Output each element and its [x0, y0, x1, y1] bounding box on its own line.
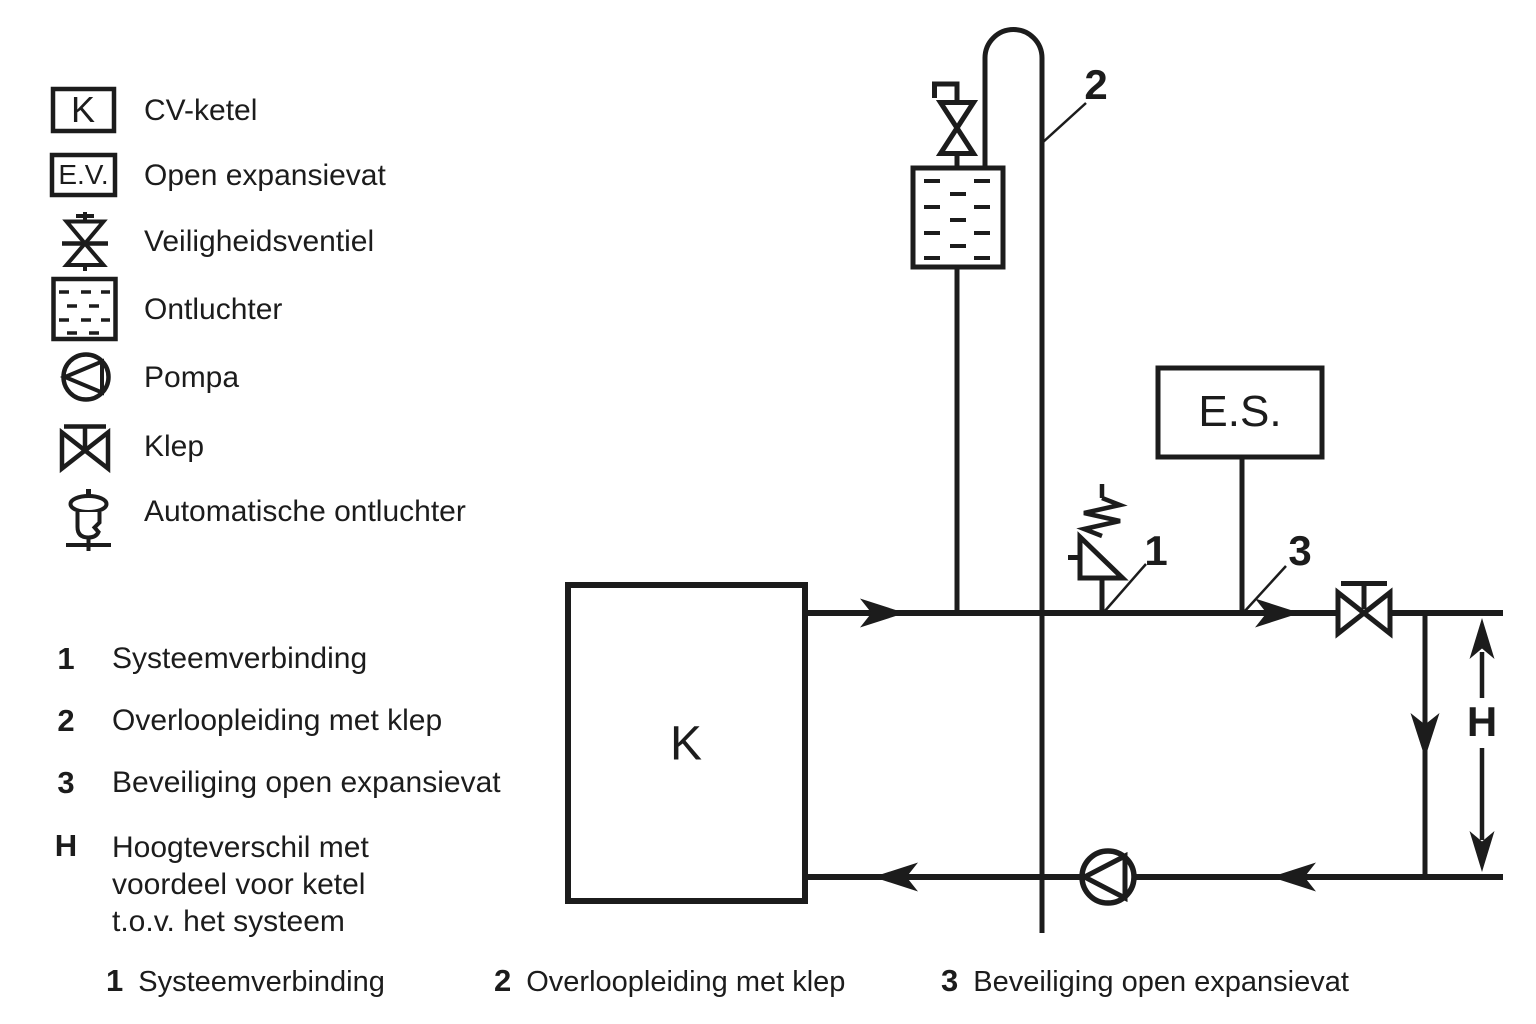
legend-label-automatische-ontluchter: Automatische ontluchter: [144, 495, 466, 528]
boiler-box: [565, 582, 808, 904]
caption-key-2: 2: [494, 963, 512, 998]
callout-2: 2: [1084, 61, 1108, 108]
number-legend-key-2: 2: [57, 703, 75, 738]
legend-label-klep: Klep: [144, 430, 205, 463]
number-legend-label-3: Beveiliging open expansievat: [112, 766, 501, 799]
callout-3: 3: [1288, 527, 1312, 574]
expansion-vessel: [910, 165, 1006, 270]
legend-valve-icon: [59, 424, 111, 474]
caption-label-1: Systeemverbinding: [138, 966, 385, 998]
safety-valve: [1068, 484, 1129, 613]
number-legend-key-3: 3: [57, 765, 75, 800]
height-label: H: [1466, 698, 1498, 745]
callout-leaders: [1041, 102, 1287, 613]
number-legend-label-2: Overloopleiding met klep: [112, 704, 443, 737]
caption-label-2: Overloopleiding met klep: [526, 966, 846, 998]
caption-item-2: 2 Overloopleiding met klep: [494, 963, 845, 999]
es-label: E.S.: [1198, 387, 1282, 436]
legend-label-veiligheidsventiel: Veiligheidsventiel: [144, 225, 375, 258]
number-legend-key-h: H: [54, 828, 78, 863]
overflow-pipe: [982, 27, 1045, 933]
legend-safety-valve-icon: [62, 212, 108, 271]
boiler-label: K: [669, 717, 703, 771]
vessel-overflow-valve: [932, 81, 979, 168]
legend-label-ontluchter: Ontluchter: [144, 293, 283, 326]
es-box: [1155, 365, 1325, 460]
legend-boiler-symbol: [50, 86, 117, 134]
legend-air-separator-icon: [51, 276, 118, 342]
pump: [1079, 848, 1137, 906]
number-legend-label-1: Systeemverbinding: [112, 642, 368, 675]
number-legend-key-1: 1: [57, 641, 75, 676]
legend-ev-box-text: E.V.: [58, 158, 109, 190]
legend-label-open-expansievat: Open expansievat: [144, 159, 386, 192]
caption-label-3: Beveiliging open expansievat: [973, 966, 1349, 998]
callout-1: 1: [1144, 527, 1168, 574]
legend-pump-icon: [59, 352, 111, 402]
caption-key-3: 3: [941, 963, 959, 998]
caption-item-1: 1 Systeemverbinding: [106, 963, 385, 999]
legend-expansion-vessel-symbol: [49, 152, 118, 198]
caption-item-3: 3 Beveiliging open expansievat: [941, 963, 1349, 999]
height-dimension: [1469, 618, 1495, 872]
number-legend-label-h: Hoogteverschil met voordeel voor ketel t…: [112, 831, 369, 938]
supply-valve: [1335, 581, 1393, 639]
legend-boiler-box-text: K: [70, 89, 95, 130]
flow-arrows: [860, 598, 1316, 892]
legend-label-cv-ketel: CV-ketel: [144, 94, 258, 127]
caption-key-1: 1: [106, 963, 124, 998]
legend-label-pompa: Pompa: [144, 361, 240, 394]
legend-auto-air-vent-icon: [66, 489, 111, 551]
system-drop-pipe: [1410, 613, 1440, 877]
